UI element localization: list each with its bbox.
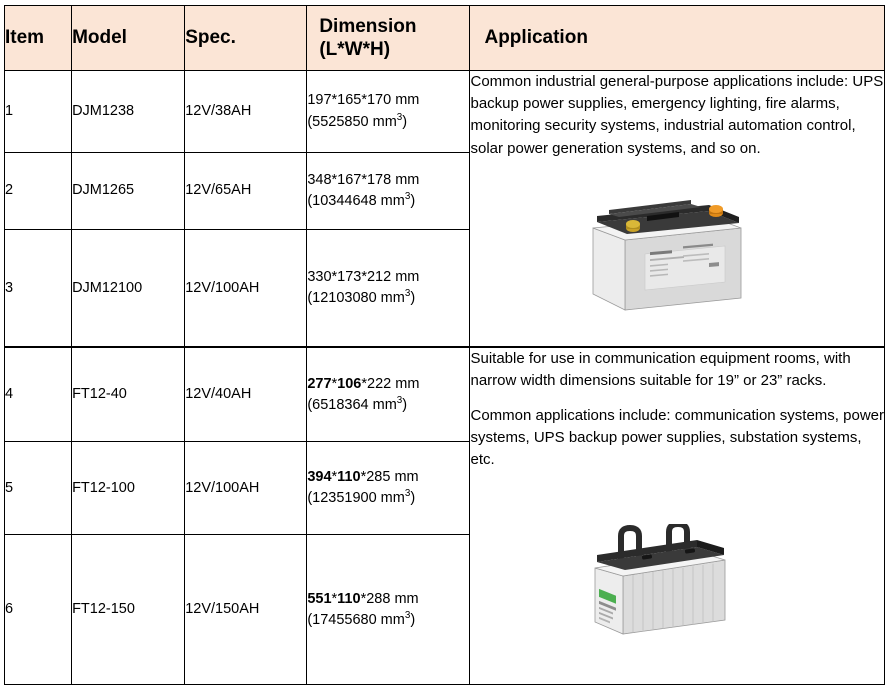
table-body: 1 DJM1238 12V/38AH 197*165*170 mm (55258… (3, 70, 885, 686)
dimension-volume: (12351900 mm3) (307, 488, 469, 509)
cell-model: FT12-150 (71, 534, 186, 685)
dimension-size: 277*106*222 mm (307, 374, 469, 395)
dimension-volume-close: ) (410, 290, 416, 307)
dimension-volume-exponent: 3 (396, 394, 403, 406)
table-row: 6 FT12-150 12V/150AH 551*110*288 mm (174… (3, 534, 885, 685)
top-terminal-battery-photo (470, 170, 884, 347)
dimension-width: 110 (337, 469, 361, 486)
dimension-height: 285 mm (366, 469, 419, 486)
dimension-volume: (12103080 mm3) (307, 288, 469, 309)
dimension-volume-close: ) (402, 113, 408, 130)
dimension-volume-text: (6518364 mm (307, 396, 397, 413)
dimension-volume: (17455680 mm3) (307, 610, 469, 631)
dimension-length: 394 (307, 469, 332, 486)
dimension-size: 348*167*178 mm (307, 170, 469, 191)
table-row: 5 FT12-100 12V/100AH 394*110*285 mm (123… (3, 441, 885, 536)
cell-dimension: 551*110*288 mm (17455680 mm3) (306, 534, 471, 685)
dimension-size: 551*110*288 mm (307, 589, 469, 610)
dimension-width: 110 (337, 590, 361, 607)
dimension-volume-exponent: 3 (404, 191, 411, 203)
cell-dimension: 277*106*222 mm (6518364 mm3) (306, 346, 471, 443)
dimension-separator: * (360, 590, 367, 607)
cell-application-group-2: Suitable for use in communication equipm… (469, 346, 885, 686)
table-row: 4 FT12-40 12V/40AH 277*106*222 mm (65183… (3, 346, 885, 686)
dimension-volume-text: (17455680 mm (307, 611, 405, 628)
battery-illustration-front-terminal (594, 523, 726, 635)
dimension-size: 197*165*170 mm (307, 90, 469, 111)
dimension-volume: (10344648 mm3) (307, 191, 469, 212)
cell-item: 3 (3, 228, 73, 348)
column-header-dimension-line1: Dimension (319, 15, 417, 37)
application-text-2b: Common applications include: communicati… (470, 406, 884, 468)
cell-spec: 12V/38AH (184, 70, 308, 153)
battery-spec-table-container: Item Model Spec. Dimension (L*W*H) Appli… (3, 5, 885, 686)
cell-dimension: 197*165*170 mm (5525850 mm3) (306, 70, 471, 153)
cell-dimension: 394*110*285 mm (12351900 mm3) (306, 441, 471, 536)
application-text-2a: Suitable for use in communication equipm… (470, 350, 851, 390)
cell-spec: 12V/150AH (184, 534, 308, 685)
dimension-width: 106 (337, 375, 362, 392)
dimension-separator: * (361, 375, 368, 392)
cell-item: 5 (3, 441, 73, 536)
battery-spec-table: Item Model Spec. Dimension (L*W*H) Appli… (3, 5, 885, 686)
cell-spec: 12V/40AH (184, 346, 308, 443)
dimension-size: 330*173*212 mm (307, 267, 469, 288)
table-header: Item Model Spec. Dimension (L*W*H) Appli… (3, 5, 885, 71)
cell-spec: 12V/100AH (184, 441, 308, 536)
cell-model: DJM12100 (71, 228, 186, 348)
dimension-volume-exponent: 3 (404, 609, 411, 621)
dimension-length: 277 (307, 375, 332, 392)
dimension-volume-close: ) (410, 490, 416, 507)
dimension-size-text: 348*167*178 mm (307, 171, 420, 188)
dimension-separator: * (360, 469, 367, 486)
dimension-volume-close: ) (410, 611, 416, 628)
cell-model: FT12-100 (71, 441, 186, 536)
cell-item: 2 (3, 152, 73, 230)
dimension-volume-text: (12351900 mm (307, 490, 405, 507)
cell-item: 1 (3, 70, 73, 153)
column-header-item: Item (3, 5, 73, 71)
cell-model: DJM1238 (71, 70, 186, 153)
dimension-volume-close: ) (410, 192, 416, 209)
application-text-1: Common industrial general-purpose applic… (470, 73, 884, 157)
dimension-height: 222 mm (367, 375, 420, 392)
dimension-volume: (6518364 mm3) (307, 395, 469, 416)
dimension-volume-exponent: 3 (396, 111, 403, 123)
column-header-model: Model (71, 5, 186, 71)
battery-illustration-top-terminal (592, 200, 742, 311)
dimension-volume-exponent: 3 (404, 288, 411, 300)
column-header-application: Application (469, 5, 885, 71)
table-row: 3 DJM12100 12V/100AH 330*173*212 mm (121… (3, 228, 885, 348)
dimension-size: 394*110*285 mm (307, 467, 469, 488)
column-header-dimension: Dimension (L*W*H) (306, 5, 471, 71)
dimension-size-text: 330*173*212 mm (307, 269, 420, 286)
cell-model: DJM1265 (71, 152, 186, 230)
cell-dimension: 348*167*178 mm (10344648 mm3) (306, 152, 471, 230)
column-header-spec: Spec. (184, 5, 308, 71)
dimension-separator: * (331, 590, 338, 607)
column-header-dimension-line2: (L*W*H) (319, 39, 391, 60)
dimension-height: 288 mm (366, 590, 419, 607)
cell-spec: 12V/100AH (184, 228, 308, 348)
dimension-volume-close: ) (402, 396, 408, 413)
cell-dimension: 330*173*212 mm (12103080 mm3) (306, 228, 471, 348)
dimension-volume-text: (10344648 mm (307, 192, 405, 209)
dimension-volume: (5525850 mm3) (307, 112, 469, 133)
cell-model: FT12-40 (71, 346, 186, 443)
header-row: Item Model Spec. Dimension (L*W*H) Appli… (3, 5, 885, 71)
cell-spec: 12V/65AH (184, 152, 308, 230)
cell-application-group-1: Common industrial general-purpose applic… (469, 70, 885, 348)
dimension-volume-text: (5525850 mm (307, 113, 397, 130)
dimension-volume-exponent: 3 (404, 488, 411, 500)
table-row: 1 DJM1238 12V/38AH 197*165*170 mm (55258… (3, 70, 885, 348)
cell-item: 6 (3, 534, 73, 685)
dimension-size-text: 197*165*170 mm (307, 92, 420, 109)
dimension-separator: * (331, 469, 338, 486)
front-terminal-battery-photo (470, 481, 884, 684)
dimension-volume-text: (12103080 mm (307, 290, 405, 307)
dimension-length: 551 (307, 590, 332, 607)
cell-item: 4 (3, 346, 73, 443)
dimension-separator: * (331, 375, 338, 392)
